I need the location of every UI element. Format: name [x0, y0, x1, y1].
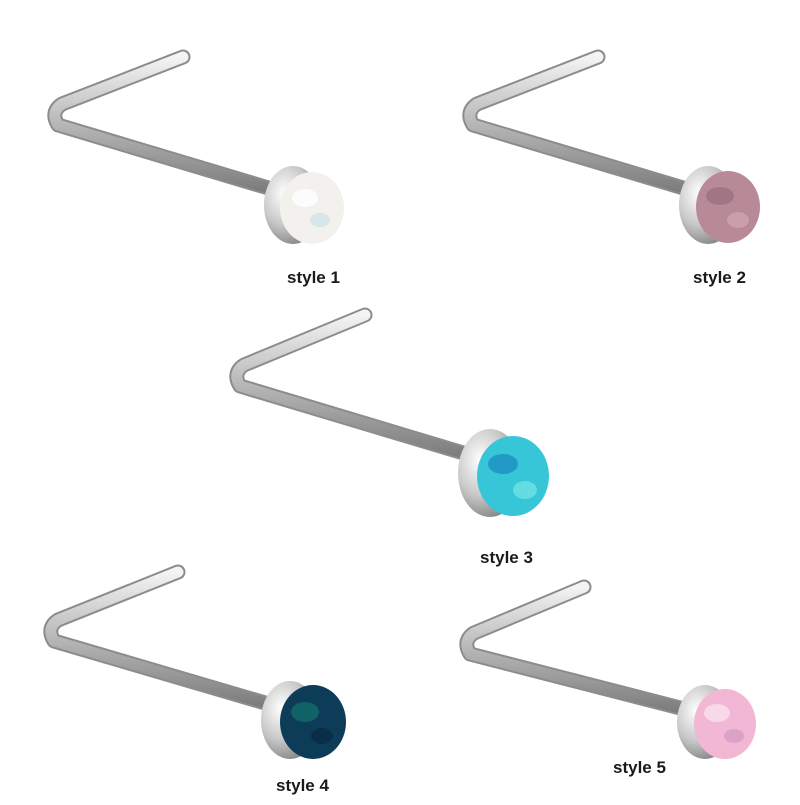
style-4-label: style 4 — [276, 776, 329, 795]
opal-stone-dark-teal — [280, 685, 346, 759]
nose-stud-style-1 — [47, 49, 344, 244]
nose-stud-style-4 — [43, 564, 346, 759]
style-1-label: style 1 — [287, 268, 340, 287]
nose-stud-style-3 — [229, 307, 549, 517]
opal-stone-light-pink — [694, 689, 756, 759]
nose-stud-style-5 — [459, 579, 756, 759]
style-3-label: style 3 — [480, 548, 533, 567]
style-5-label: style 5 — [613, 758, 666, 777]
opal-stone-white — [280, 172, 344, 244]
opal-stone-blue — [477, 436, 549, 516]
style-2-label: style 2 — [693, 268, 746, 287]
nose-stud-style-2 — [462, 49, 760, 244]
opal-stone-pink-purple — [696, 171, 760, 243]
